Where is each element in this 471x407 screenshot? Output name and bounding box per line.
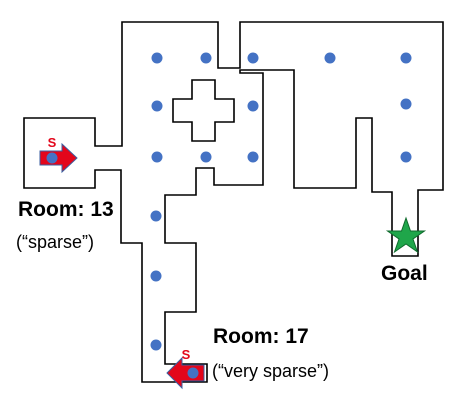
room-dot — [150, 210, 162, 222]
start-marker-label: S — [48, 135, 57, 150]
room-dot — [151, 151, 163, 163]
room-dot — [247, 100, 259, 112]
room-dot — [200, 151, 212, 163]
start-arrow-right: S — [39, 135, 78, 174]
room-dot — [150, 339, 162, 351]
room-dot — [400, 98, 412, 110]
arrow-right-icon — [39, 142, 78, 174]
room-dot — [150, 270, 162, 282]
start-dot — [46, 152, 58, 164]
room-dot — [247, 52, 259, 64]
room-dot — [400, 52, 412, 64]
room-13-subtitle: (“sparse”) — [16, 232, 94, 252]
room-dot — [247, 151, 259, 163]
room-dot — [151, 52, 163, 64]
start-marker-label: S — [182, 347, 191, 362]
start-dot — [187, 367, 199, 379]
cross-wall — [172, 79, 235, 142]
arrow-left-icon — [166, 356, 205, 390]
goal-label: Goal — [381, 262, 428, 285]
room-dots — [150, 52, 412, 351]
room-dot — [400, 151, 412, 163]
room-17-subtitle: (“very sparse”) — [212, 361, 329, 381]
room-13-title: Room: 13 — [18, 198, 114, 221]
room-dot — [200, 52, 212, 64]
room-dot — [151, 100, 163, 112]
maze-outline — [23, 21, 444, 383]
room-17-title: Room: 17 — [213, 325, 309, 348]
start-arrow-left: S — [166, 347, 205, 390]
room-dot — [324, 52, 336, 64]
goal-star-icon — [385, 216, 427, 254]
